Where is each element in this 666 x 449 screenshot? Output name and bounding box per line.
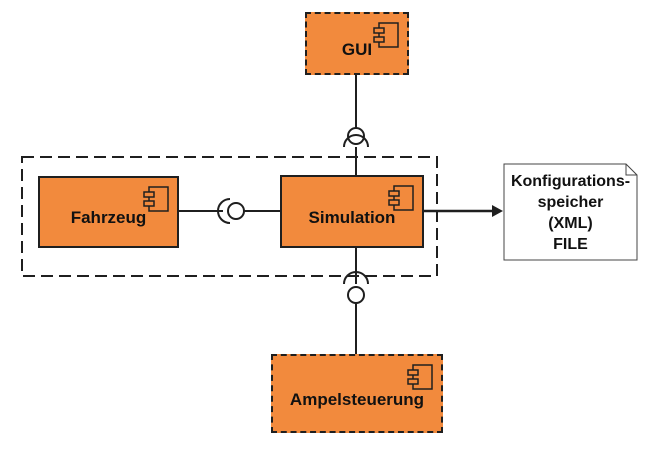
file-arrow-head: [492, 205, 503, 217]
component-fahrzeug[interactable]: Fahrzeug: [38, 176, 179, 248]
subsystem-boundary: [21, 156, 438, 277]
component-icon: [388, 185, 414, 211]
config-file-note: [503, 163, 638, 261]
note-line-2: speicher: [537, 194, 604, 211]
config-file-text: Konfigurations- speicher (XML) FILE: [503, 165, 638, 261]
component-simulation[interactable]: Simulation: [280, 175, 424, 248]
fahrzeug-interface-ball: [227, 202, 245, 220]
component-ampelsteuerung[interactable]: Ampelsteuerung: [271, 354, 443, 433]
fahrzeug-interface-socket: [217, 198, 231, 224]
component-label: Fahrzeug: [70, 208, 147, 227]
note-line-4: FILE: [553, 236, 588, 253]
note-line-1: Konfigurations-: [510, 173, 631, 190]
component-gui[interactable]: GUI: [305, 12, 409, 75]
component-icon: [407, 364, 433, 390]
note-line-3: (XML): [548, 215, 593, 232]
ampel-interface-ball: [347, 286, 365, 304]
component-label: Ampelsteuerung: [289, 389, 425, 409]
component-icon: [143, 186, 169, 212]
ampel-interface-socket: [343, 271, 369, 285]
component-label: GUI: [341, 39, 373, 59]
gui-interface-socket: [343, 134, 369, 148]
component-icon: [373, 22, 399, 48]
component-label: Simulation: [308, 207, 396, 227]
